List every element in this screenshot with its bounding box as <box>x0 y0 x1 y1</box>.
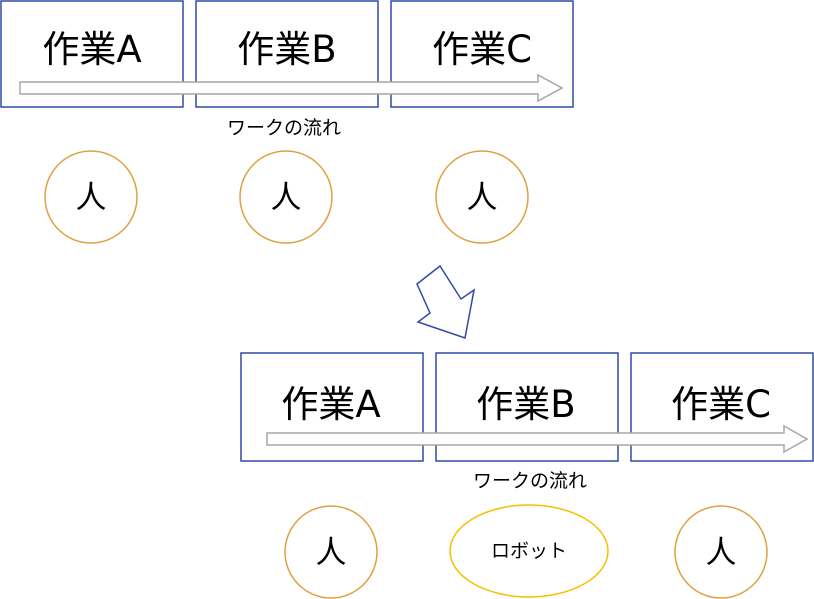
after-task-label-b: 作業B <box>476 383 575 426</box>
transition-arrow <box>416 264 476 339</box>
before-worker-label-1: 人 <box>76 180 107 216</box>
before-worker-circle-1 <box>44 150 138 244</box>
after-task-label-a: 作業A <box>281 383 380 426</box>
after-task-label-c: 作業C <box>671 383 771 426</box>
after-worker-label-1: 人 <box>316 535 347 571</box>
before-section: 作業A 作業B 作業C ワークの流れ 人 人 人 <box>0 0 574 244</box>
before-worker-label-3: 人 <box>467 180 498 216</box>
after-robot-label: ロボット <box>491 540 567 562</box>
before-flow-arrow <box>19 73 564 103</box>
after-flow-label: ワークの流れ <box>473 470 587 492</box>
before-task-label-a: 作業A <box>42 28 141 71</box>
after-robot-ellipse <box>449 504 609 598</box>
before-worker-circle-3 <box>435 150 529 244</box>
before-flow-label: ワークの流れ <box>227 117 341 139</box>
before-task-label-b: 作業B <box>237 28 336 71</box>
after-section: 作業A 作業B 作業C ワークの流れ 人 ロボット 人 <box>240 352 814 599</box>
before-worker-circle-2 <box>239 150 333 244</box>
before-worker-label-2: 人 <box>271 180 302 216</box>
before-task-label-c: 作業C <box>432 28 532 71</box>
after-worker-circle-1 <box>284 505 378 599</box>
after-worker-circle-3 <box>674 505 768 599</box>
after-flow-arrow <box>266 424 809 454</box>
after-worker-label-3: 人 <box>706 535 737 571</box>
